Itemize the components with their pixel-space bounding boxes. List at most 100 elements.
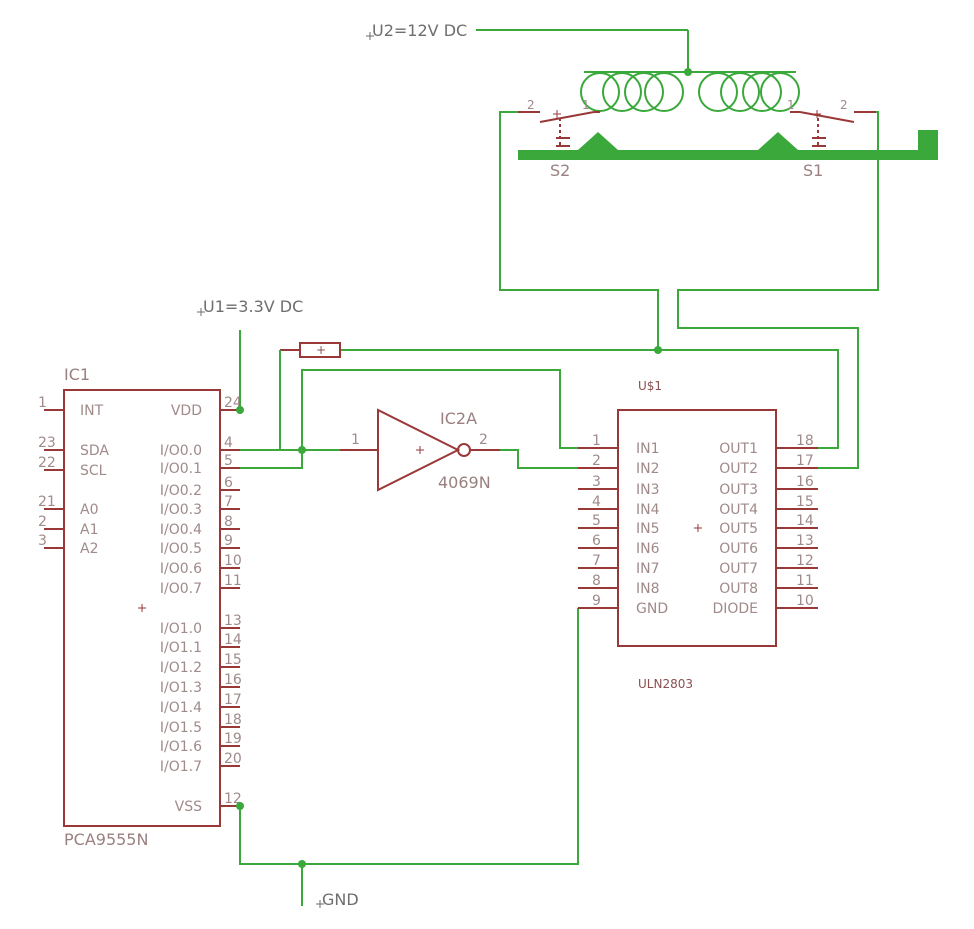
ic1-pin-number: 21 bbox=[38, 494, 56, 510]
switch-s1-pin-b: 2 bbox=[840, 98, 848, 112]
ic1-pin-number: 23 bbox=[38, 435, 56, 451]
ic1-pin-number: 20 bbox=[224, 751, 242, 767]
ic1-pin-name: INT bbox=[80, 403, 104, 419]
ic1-pin-number: 11 bbox=[224, 573, 242, 589]
ic1-pin-name: SDA bbox=[80, 443, 109, 459]
u1-pin-name: IN7 bbox=[636, 561, 660, 577]
u1-pin-number: 17 bbox=[796, 453, 814, 469]
u1-pin-number: 4 bbox=[592, 494, 601, 510]
u1-pin-number: 16 bbox=[796, 474, 814, 490]
switch-s1: 1 2 S1 bbox=[787, 98, 876, 180]
u1-pin-number: 14 bbox=[796, 513, 814, 529]
ic1-pin-name: A0 bbox=[80, 502, 98, 518]
u1-pin-name: IN1 bbox=[636, 441, 660, 457]
ic1-pin-name: I/O0.5 bbox=[160, 541, 202, 557]
ic1-pin-number: 4 bbox=[224, 435, 233, 451]
ic1-pin-number: 2 bbox=[38, 514, 47, 530]
u1-pin-number: 11 bbox=[796, 573, 814, 589]
u1-pin-name: GND bbox=[636, 601, 668, 617]
ic1-pin-number: 17 bbox=[224, 692, 242, 708]
ic1-pin-name: I/O0.1 bbox=[160, 461, 202, 477]
net-label-u2-text: U2=12V DC bbox=[372, 21, 467, 40]
ic1-pin-number: 14 bbox=[224, 632, 242, 648]
u1-pin-name: IN2 bbox=[636, 461, 660, 477]
switch-s2-pin-b: 2 bbox=[527, 98, 535, 112]
u1-pin-name: DIODE bbox=[712, 601, 758, 617]
ic2a-pin-in: 1 bbox=[351, 432, 360, 448]
ic1-pin-number: 5 bbox=[224, 453, 233, 469]
ic1-pin-name: I/O1.6 bbox=[160, 739, 202, 755]
ic1-pin-number: 22 bbox=[38, 455, 56, 471]
wires-outputs bbox=[340, 111, 879, 469]
u1-pin-name: OUT8 bbox=[719, 581, 758, 597]
ic1-pin-name: I/O0.7 bbox=[160, 581, 202, 597]
u1-pin-number: 15 bbox=[796, 494, 814, 510]
ic1-pin-name: VSS bbox=[175, 799, 202, 815]
u1-pin-number: 3 bbox=[592, 474, 601, 490]
ic1-pin-name: I/O1.4 bbox=[160, 700, 202, 716]
ic1-pin-number: 6 bbox=[224, 475, 233, 491]
u1-pin-number: 10 bbox=[796, 593, 814, 609]
u1-pin-number: 13 bbox=[796, 533, 814, 549]
ic1-pin-number: 19 bbox=[224, 731, 242, 747]
ic1-pin-name: A2 bbox=[80, 541, 98, 557]
u1-pin-number: 12 bbox=[796, 553, 814, 569]
u1-pin-name: OUT5 bbox=[719, 521, 758, 537]
limit-rail bbox=[518, 130, 938, 160]
ic1-pin-name: I/O1.0 bbox=[160, 621, 202, 637]
net-label-u2: U2=12V DC bbox=[366, 21, 467, 40]
u1-pin-name: IN8 bbox=[636, 581, 660, 597]
ic1-pin-name: I/O1.5 bbox=[160, 720, 202, 736]
ic2a-part: 4069N bbox=[438, 473, 491, 492]
u1-part: ULN2803 bbox=[638, 677, 693, 691]
ic1-pin-name: I/O1.2 bbox=[160, 660, 202, 676]
u1-pin-name: OUT3 bbox=[719, 482, 758, 498]
switch-s1-ref: S1 bbox=[803, 161, 823, 180]
ic1-pin-name: I/O0.2 bbox=[160, 483, 202, 499]
u1-pin-number: 6 bbox=[592, 533, 601, 549]
u1-pin-name: OUT4 bbox=[719, 502, 758, 518]
ic1-pin-name: I/O1.7 bbox=[160, 759, 202, 775]
u1-pin-name: IN5 bbox=[636, 521, 660, 537]
ic1-pin-number: 9 bbox=[224, 533, 233, 549]
ic1-pin-name: I/O1.1 bbox=[160, 640, 202, 656]
u1-pin-name: OUT6 bbox=[719, 541, 758, 557]
ic1-ref: IC1 bbox=[64, 365, 90, 384]
ic2a-ref: IC2A bbox=[440, 409, 477, 428]
ic1-pin-number: 15 bbox=[224, 652, 242, 668]
u1-pin-name: OUT1 bbox=[719, 441, 758, 457]
ic1-pin-number: 7 bbox=[224, 494, 233, 510]
u1-pin-number: 7 bbox=[592, 553, 601, 569]
ic1-pin-number: 8 bbox=[224, 514, 233, 530]
u1-pin-number: 1 bbox=[592, 433, 601, 449]
net-label-u1-text: U1=3.3V DC bbox=[203, 297, 303, 316]
ic1-pin-number: 10 bbox=[224, 553, 242, 569]
u1-pin-name: OUT2 bbox=[719, 461, 758, 477]
switch-s1-pin-a: 1 bbox=[787, 98, 795, 112]
ic1-pin-name: I/O0.3 bbox=[160, 502, 202, 518]
motor-coil bbox=[476, 29, 800, 112]
ic1-pin-name: I/O0.0 bbox=[160, 443, 202, 459]
net-label-gnd-text: GND bbox=[322, 890, 359, 909]
ic1-pin-name: SCL bbox=[80, 463, 107, 479]
ic1-pin-name: A1 bbox=[80, 522, 98, 538]
ic1-pin-number: 1 bbox=[38, 395, 47, 411]
switch-s2-ref: S2 bbox=[550, 161, 570, 180]
switch-s2-pin-a: 1 bbox=[582, 98, 590, 112]
ic1-pin-number: 3 bbox=[38, 533, 47, 549]
net-label-gnd: GND bbox=[316, 890, 359, 909]
pullup-resistor: + bbox=[279, 342, 341, 450]
u1-pin-number: 2 bbox=[592, 453, 601, 469]
u1-pin-number: 5 bbox=[592, 513, 601, 529]
u1-pin-name: IN6 bbox=[636, 541, 660, 557]
ic1-pin-name: I/O1.3 bbox=[160, 680, 202, 696]
ic1-pin-number: 16 bbox=[224, 672, 242, 688]
ic1-pin-number: 13 bbox=[224, 613, 242, 629]
resistor-mark: + bbox=[316, 343, 326, 357]
ic2a-inverter: IC2A 4069N 1 2 bbox=[340, 408, 580, 492]
u1-ref: U$1 bbox=[638, 379, 662, 393]
net-label-u1: U1=3.3V DC bbox=[197, 297, 303, 316]
u1-pin-number: 9 bbox=[592, 593, 601, 609]
